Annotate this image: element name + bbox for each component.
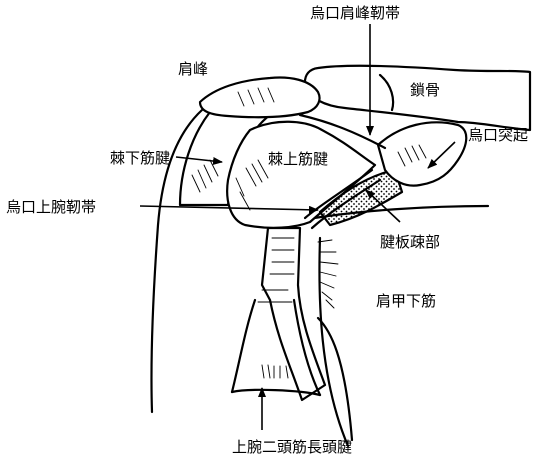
label-clavicle: 鎖骨: [410, 81, 440, 99]
humerus-outline: [150, 108, 204, 414]
coracoacromial-ligament: [298, 113, 387, 150]
label-coracoacromial-ligament: 烏口肩峰靭帯: [310, 4, 400, 22]
scapula-inner-line: [316, 316, 354, 442]
coracoid-hatching: [397, 144, 427, 167]
supraspinatus-hatching: [235, 159, 269, 211]
label-supraspinatus-tendon: 棘上筋腱: [268, 150, 328, 168]
arrow-infraspinatus: [175, 156, 223, 166]
arrow-coracohumeral: [139, 205, 319, 214]
acromion-bone: [198, 76, 321, 119]
biceps-tendon-hatching: [257, 237, 295, 379]
label-infraspinatus-tendon: 棘下筋腱: [110, 149, 170, 167]
label-acromion: 肩峰: [178, 60, 208, 78]
coracoid-process: [376, 121, 468, 187]
label-coracohumeral-ligament: 烏口上腕靭帯: [6, 198, 96, 216]
label-subscapularis: 肩甲下筋: [376, 292, 436, 310]
coracohumeral-ligament: [303, 168, 374, 220]
infraspinatus-hatching: [191, 159, 219, 193]
subscapularis-hatching: [317, 239, 339, 309]
acromion-hatching: [237, 87, 275, 107]
arrow-rotator-interval: [365, 189, 401, 223]
scapula-lateral-edge: [318, 236, 350, 448]
arrow-coracoid: [427, 141, 456, 169]
label-rotator-interval: 腱板疎部: [380, 233, 440, 251]
label-coracoid-process: 烏口突起: [468, 126, 528, 144]
label-long-head-biceps-tendon: 上腕二頭筋長頭腱: [232, 438, 352, 456]
biceps-tendon: [260, 226, 327, 402]
supraspinatus-tendon: [226, 120, 377, 229]
